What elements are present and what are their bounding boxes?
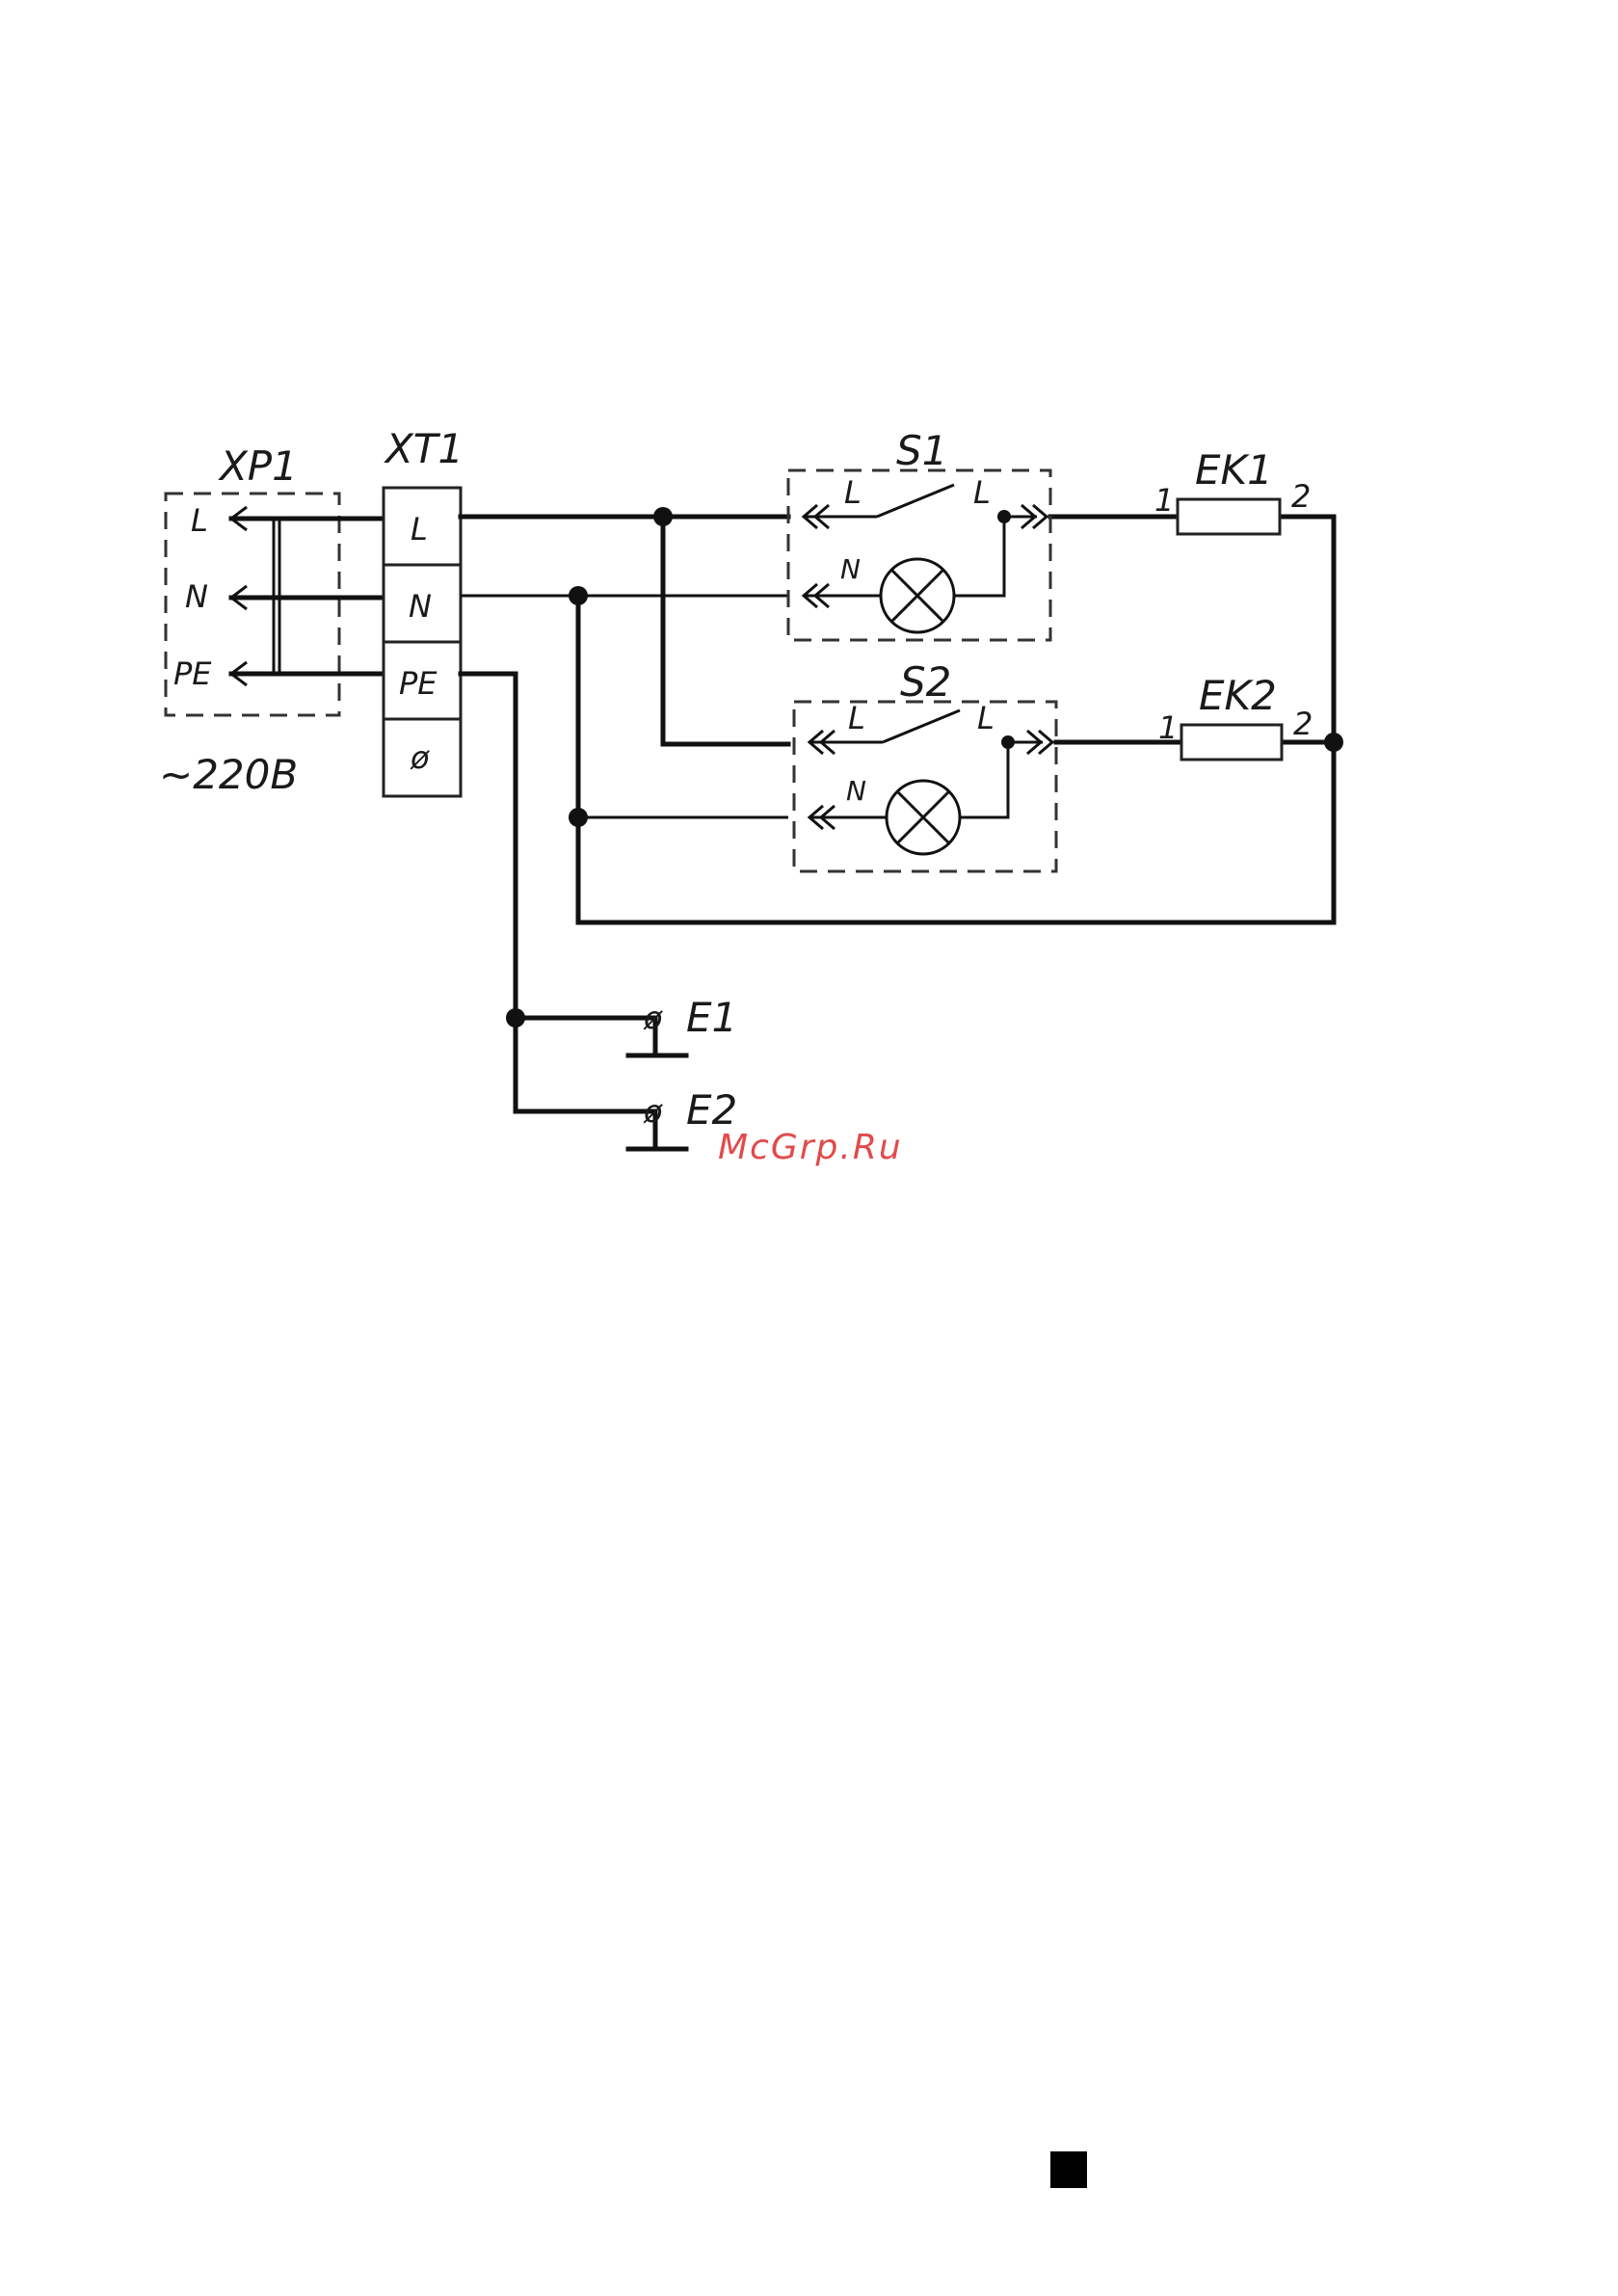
switch-s1-n: N <box>840 553 861 585</box>
junction-dot <box>569 586 588 605</box>
heater-ek1-pin1: 1 <box>1154 482 1174 519</box>
switch-s1-in-l: L <box>844 474 862 511</box>
switch-s1: S1 L L N <box>788 427 1050 640</box>
plug-xp1: XP1 L N PE ~220В <box>159 442 384 798</box>
switch-s2-lamp-return <box>960 742 1008 817</box>
plug-pin-n: N <box>185 578 208 615</box>
junction-dot <box>506 1008 525 1028</box>
earth-e2-symbol: ø <box>643 1093 663 1130</box>
earth-e1-symbol: ø <box>643 1000 663 1036</box>
switch-s2-outline <box>794 702 1056 871</box>
wires <box>461 507 1343 1111</box>
plug-title: XP1 <box>218 442 298 490</box>
switch-s1-outline <box>788 470 1050 640</box>
heater-ek1-pin2: 2 <box>1291 478 1311 515</box>
heater-ek2: EK2 1 2 <box>1158 672 1313 760</box>
watermark: McGrp.Ru <box>718 1128 903 1167</box>
switch-s1-lamp-return <box>954 517 1004 596</box>
terminal-pin-l: L <box>411 511 428 547</box>
terminal-pin-ground: ø <box>410 739 430 776</box>
terminal-xt1: XT1 L N PE ø <box>384 425 464 796</box>
junction-dot <box>569 808 588 827</box>
earth-e2-title: E2 <box>686 1086 737 1134</box>
switch-s1-contact <box>877 485 954 517</box>
heater-ek1: EK1 1 2 <box>1154 446 1311 534</box>
junction-dot <box>653 507 673 526</box>
page-marker <box>1050 2151 1087 2188</box>
heater-ek1-title: EK1 <box>1195 446 1273 494</box>
switch-s2-out-l: L <box>977 700 995 736</box>
terminal-pin-n: N <box>409 588 432 625</box>
switch-s2: S2 L L N <box>794 658 1056 871</box>
switch-s2-contact <box>883 710 960 742</box>
switch-s2-in-l: L <box>848 700 865 736</box>
switch-s2-title: S2 <box>900 658 951 706</box>
supply-voltage: ~220В <box>159 751 298 798</box>
plug-pin-l: L <box>191 502 208 539</box>
junction-dot <box>1324 733 1343 752</box>
switch-s1-title: S1 <box>896 427 947 474</box>
earth-e1-title: E1 <box>686 994 737 1041</box>
earth-e1: ø E1 <box>628 994 737 1055</box>
terminal-pin-pe: PE <box>399 665 438 702</box>
heater-ek2-pin2: 2 <box>1293 706 1313 742</box>
heater-ek2-pin1: 1 <box>1158 709 1178 746</box>
heater-ek1-body <box>1178 499 1280 534</box>
wire-pe <box>461 674 655 1111</box>
plug-pin-pe: PE <box>173 655 212 692</box>
wire-l-s2 <box>663 517 788 744</box>
switch-s2-n: N <box>846 775 866 807</box>
heater-ek2-title: EK2 <box>1199 672 1277 719</box>
switch-s1-out-l: L <box>973 474 991 511</box>
terminal-title: XT1 <box>384 425 464 472</box>
heater-ek2-body <box>1181 725 1282 760</box>
